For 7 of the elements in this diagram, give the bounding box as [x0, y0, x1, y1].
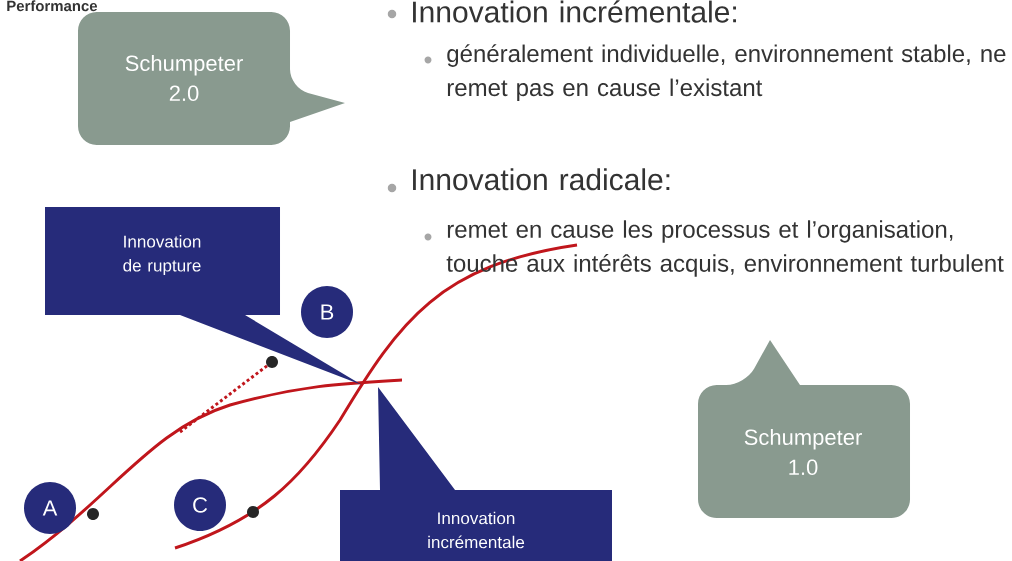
bullet-heading: Innovation incrémentale:: [413, 0, 736, 23]
bullet-heading: Innovation radicale:: [413, 168, 670, 191]
bullet-text: généralement individuelle, environnement stable, ne remet pas en cause l’existant: [447, 44, 1006, 101]
speech-bubble: Schumpeter 1.0: [698, 340, 910, 518]
speech-bubble: Schumpeter 2.0: [78, 12, 345, 145]
callout-box: Innovation incrémentale: [340, 387, 612, 561]
axis-label: Performance: [7, 0, 98, 12]
